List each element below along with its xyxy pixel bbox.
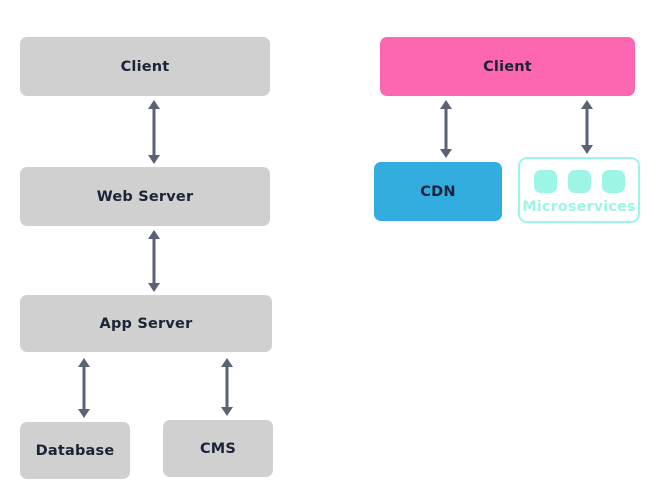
microservice-chip-1-icon — [533, 170, 557, 193]
connector-client-to-cdn — [437, 100, 455, 158]
node-label-cdn: CDN — [420, 183, 456, 200]
node-label-microservices: Microservices — [522, 199, 636, 215]
microservice-chip-3-icon — [601, 170, 625, 193]
connector-client-to-web — [145, 100, 163, 164]
node-client-left[interactable]: Client — [20, 37, 270, 96]
connector-client-to-microservices — [578, 100, 596, 154]
node-microservices[interactable]: Microservices — [518, 157, 640, 223]
connector-web-to-app — [145, 230, 163, 292]
connector-app-to-database — [75, 358, 93, 418]
microservice-chip-row — [520, 170, 638, 193]
node-app-server[interactable]: App Server — [20, 295, 272, 352]
node-cdn[interactable]: CDN — [374, 162, 502, 221]
node-web-server[interactable]: Web Server — [20, 167, 270, 226]
microservice-chip-2-icon — [567, 170, 591, 193]
node-label-database: Database — [35, 442, 115, 459]
node-label-client-left: Client — [120, 58, 170, 75]
node-database[interactable]: Database — [20, 422, 130, 479]
node-client-right[interactable]: Client — [380, 37, 635, 96]
node-label-web-server: Web Server — [96, 188, 194, 205]
node-label-cms: CMS — [199, 440, 237, 457]
node-label-app-server: App Server — [99, 315, 193, 332]
node-cms[interactable]: CMS — [163, 420, 273, 477]
node-label-client-right: Client — [483, 58, 532, 75]
connector-app-to-cms — [218, 358, 236, 416]
